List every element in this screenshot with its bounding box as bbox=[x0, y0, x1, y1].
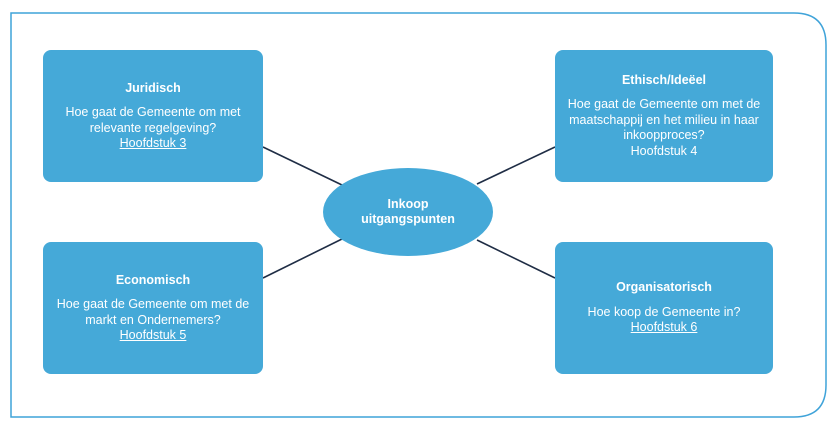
chapter-link[interactable]: Hoofdstuk 6 bbox=[630, 320, 698, 335]
box-ethisch: Ethisch/Ideëel Hoe gaat de Gemeente om m… bbox=[555, 50, 773, 182]
connector-ethisch bbox=[476, 146, 556, 185]
connector-organisatorisch bbox=[476, 239, 556, 279]
center-node: Inkoop uitgangspunten bbox=[323, 168, 493, 256]
box-question: Hoe koop de Gemeente in? bbox=[587, 304, 741, 319]
chapter-label: Hoofdstuk 4 bbox=[630, 143, 698, 158]
box-organisatorisch: Organisatorisch Hoe koop de Gemeente in?… bbox=[555, 242, 773, 374]
connector-juridisch bbox=[262, 146, 343, 186]
box-economisch: Economisch Hoe gaat de Gemeente om met d… bbox=[43, 242, 263, 374]
box-question: Hoe gaat de Gemeente om met de maatschap… bbox=[567, 97, 761, 143]
outer-border bbox=[10, 12, 827, 418]
box-title: Organisatorisch bbox=[616, 280, 712, 295]
chapter-link[interactable]: Hoofdstuk 3 bbox=[119, 136, 187, 150]
box-title: Ethisch/Ideëel bbox=[621, 72, 707, 87]
box-juridisch: Juridisch Hoe gaat de Gemeente om met re… bbox=[43, 50, 263, 182]
connector-economisch bbox=[262, 237, 345, 279]
box-title: Juridisch bbox=[125, 80, 181, 95]
box-question: Hoe gaat de Gemeente om met relevante re… bbox=[65, 105, 241, 135]
box-title: Economisch bbox=[115, 272, 191, 287]
chapter-link[interactable]: Hoofdstuk 5 bbox=[119, 328, 187, 342]
box-question: Hoe gaat de Gemeente om met de markt en … bbox=[56, 297, 250, 327]
